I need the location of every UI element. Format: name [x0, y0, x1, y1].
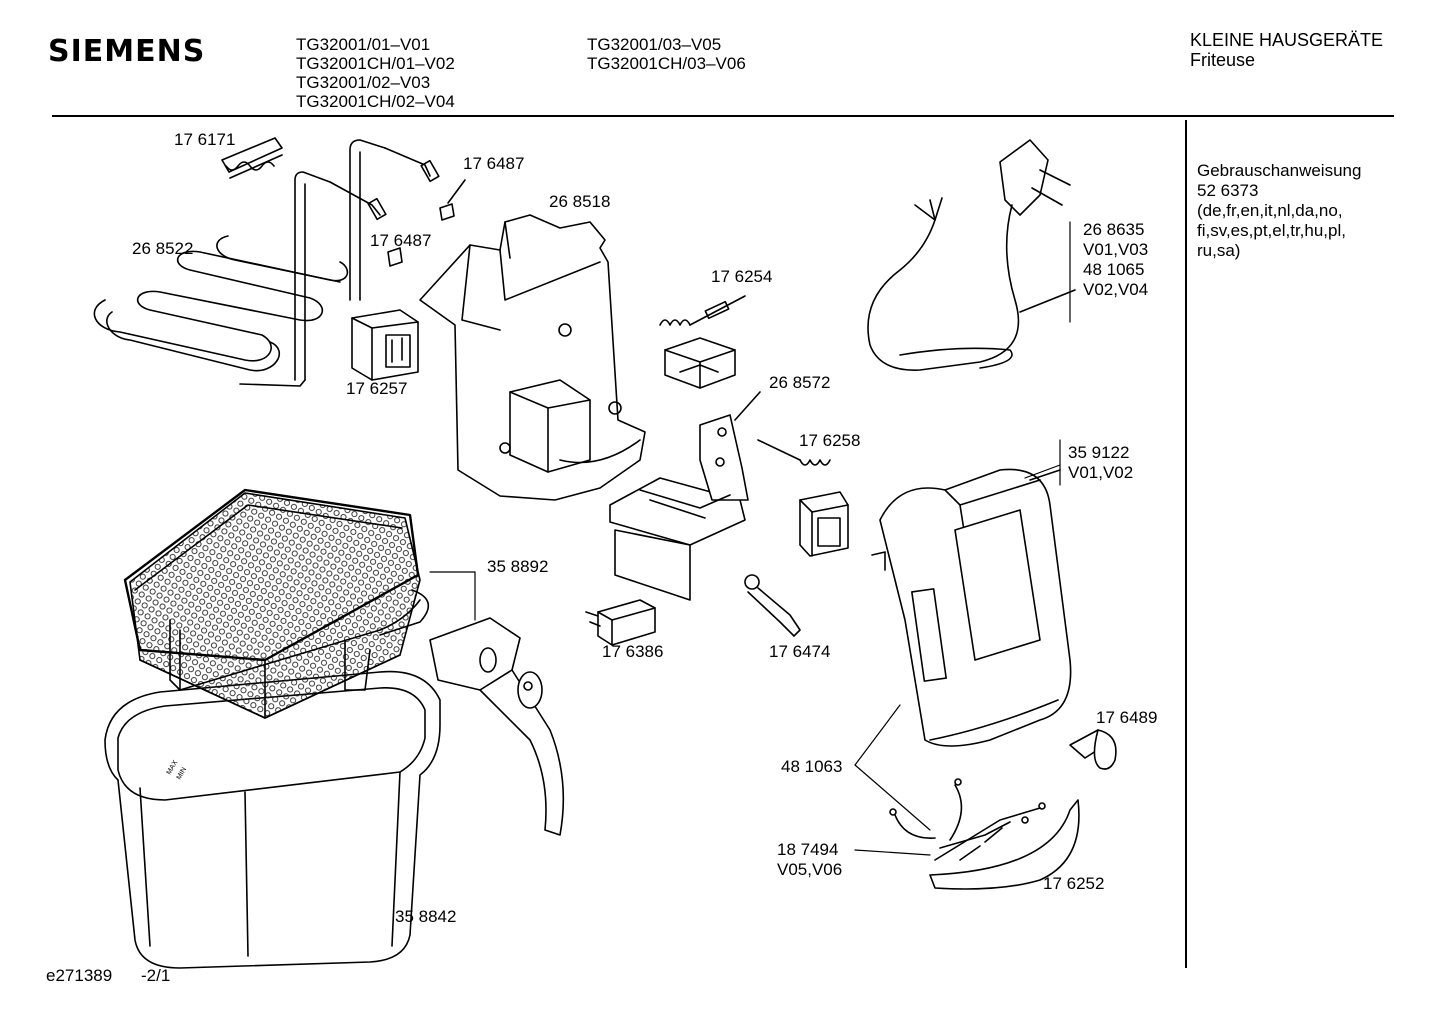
- leader-lines: [429, 221, 1071, 856]
- part-label-176257: 17 6257: [346, 379, 408, 398]
- manual-line: fi,sv,es,pt,el,tr,hu,pl,: [1197, 221, 1346, 240]
- variant-note: V01,V03: [1083, 240, 1149, 259]
- power-cord-268635: [867, 139, 1076, 371]
- part-label-268635: 26 8635 V01,V03 48 1065 V02,V04: [1083, 220, 1148, 300]
- brand-logo: SIEMENS: [48, 34, 206, 69]
- manual-line: Gebrauschanweisung: [1197, 161, 1362, 180]
- part-label-176487: 17 6487: [463, 154, 525, 173]
- model-item: TG32001CH/02–V04: [296, 92, 455, 111]
- part-label-176171: 17 6171: [174, 130, 236, 149]
- clip-part-176487: [387, 179, 466, 267]
- housing-cover-359122: [871, 468, 1072, 747]
- manual-line: ru,sa): [1197, 241, 1241, 260]
- page-number: -2/1: [141, 966, 171, 985]
- part-label-176386: 17 6386: [602, 642, 664, 661]
- lamp-board-176252: [929, 799, 1080, 890]
- model-list-2: TG32001/03–V05 TG32001CH/03–V06: [587, 35, 746, 73]
- housing-frame-268518: [419, 214, 646, 501]
- thermostat-176254: [659, 295, 746, 389]
- part-label-268572: 26 8572: [769, 373, 831, 392]
- exploded-view-drawing: MAX MIN: [93, 137, 1117, 969]
- lever-176474: [744, 574, 801, 637]
- model-item: TG32001/03–V05: [587, 35, 722, 54]
- wiring-187494: [889, 778, 963, 841]
- model-item: TG32001/01–V01: [296, 35, 431, 54]
- sidebar-divider: [1185, 120, 1187, 968]
- category-title: KLEINE HAUSGERÄTE: [1190, 30, 1384, 50]
- document-id: e271389: [46, 966, 113, 985]
- part-label-268522: 26 8522: [132, 239, 194, 258]
- knob-176489: [1069, 729, 1117, 770]
- microswitch-176386: [585, 599, 656, 646]
- part-label-176252: 17 6252: [1043, 874, 1105, 893]
- variant-note: V02,V04: [1083, 280, 1149, 299]
- part-label-176487-b: 17 6487: [370, 231, 432, 250]
- manual-line: (de,fr,en,it,nl,da,no,: [1197, 201, 1343, 220]
- part-label-187494: 18 7494 V05,V06: [777, 840, 842, 880]
- part-label-176254: 17 6254: [711, 267, 773, 286]
- header-divider: [52, 115, 1394, 117]
- part-label-359122: 35 9122 V01,V02: [1068, 443, 1133, 483]
- frying-basket: [123, 488, 430, 719]
- part-label-176474: 17 6474: [769, 642, 831, 661]
- part-label-176489: 17 6489: [1096, 708, 1158, 727]
- part-label-358842: 35 8842: [395, 907, 457, 926]
- model-item: TG32001CH/01–V02: [296, 54, 455, 73]
- connector-block-176257: [351, 309, 419, 381]
- heating-element-268522: [93, 139, 440, 387]
- part-number: 35 9122: [1068, 443, 1130, 462]
- bracket-268572: [609, 391, 761, 601]
- clip-part-176171: [221, 137, 283, 179]
- part-label-481063: 48 1063: [781, 757, 843, 776]
- handle-358892: [429, 617, 565, 836]
- product-name: Friteuse: [1190, 50, 1256, 70]
- model-item: TG32001/02–V03: [296, 73, 431, 92]
- oil-bowl-358842: MAX MIN: [104, 670, 441, 969]
- part-label-358892: 35 8892: [487, 557, 549, 576]
- model-list-1: TG32001/01–V01 TG32001CH/01–V02 TG32001/…: [296, 35, 455, 111]
- variant-note: V01,V02: [1068, 463, 1134, 482]
- manual-line: 52 6373: [1197, 181, 1259, 200]
- part-number: 48 1065: [1083, 260, 1145, 279]
- part-number: 26 8635: [1083, 220, 1145, 239]
- model-item: TG32001CH/03–V06: [587, 54, 746, 73]
- manual-reference: Gebrauschanweisung 52 6373 (de,fr,en,it,…: [1197, 161, 1361, 261]
- part-label-176258: 17 6258: [799, 431, 861, 450]
- part-label-268518: 26 8518: [549, 192, 611, 211]
- thermostat-176258: [757, 439, 849, 557]
- part-number: 18 7494: [777, 840, 839, 859]
- variant-note: V05,V06: [777, 860, 843, 879]
